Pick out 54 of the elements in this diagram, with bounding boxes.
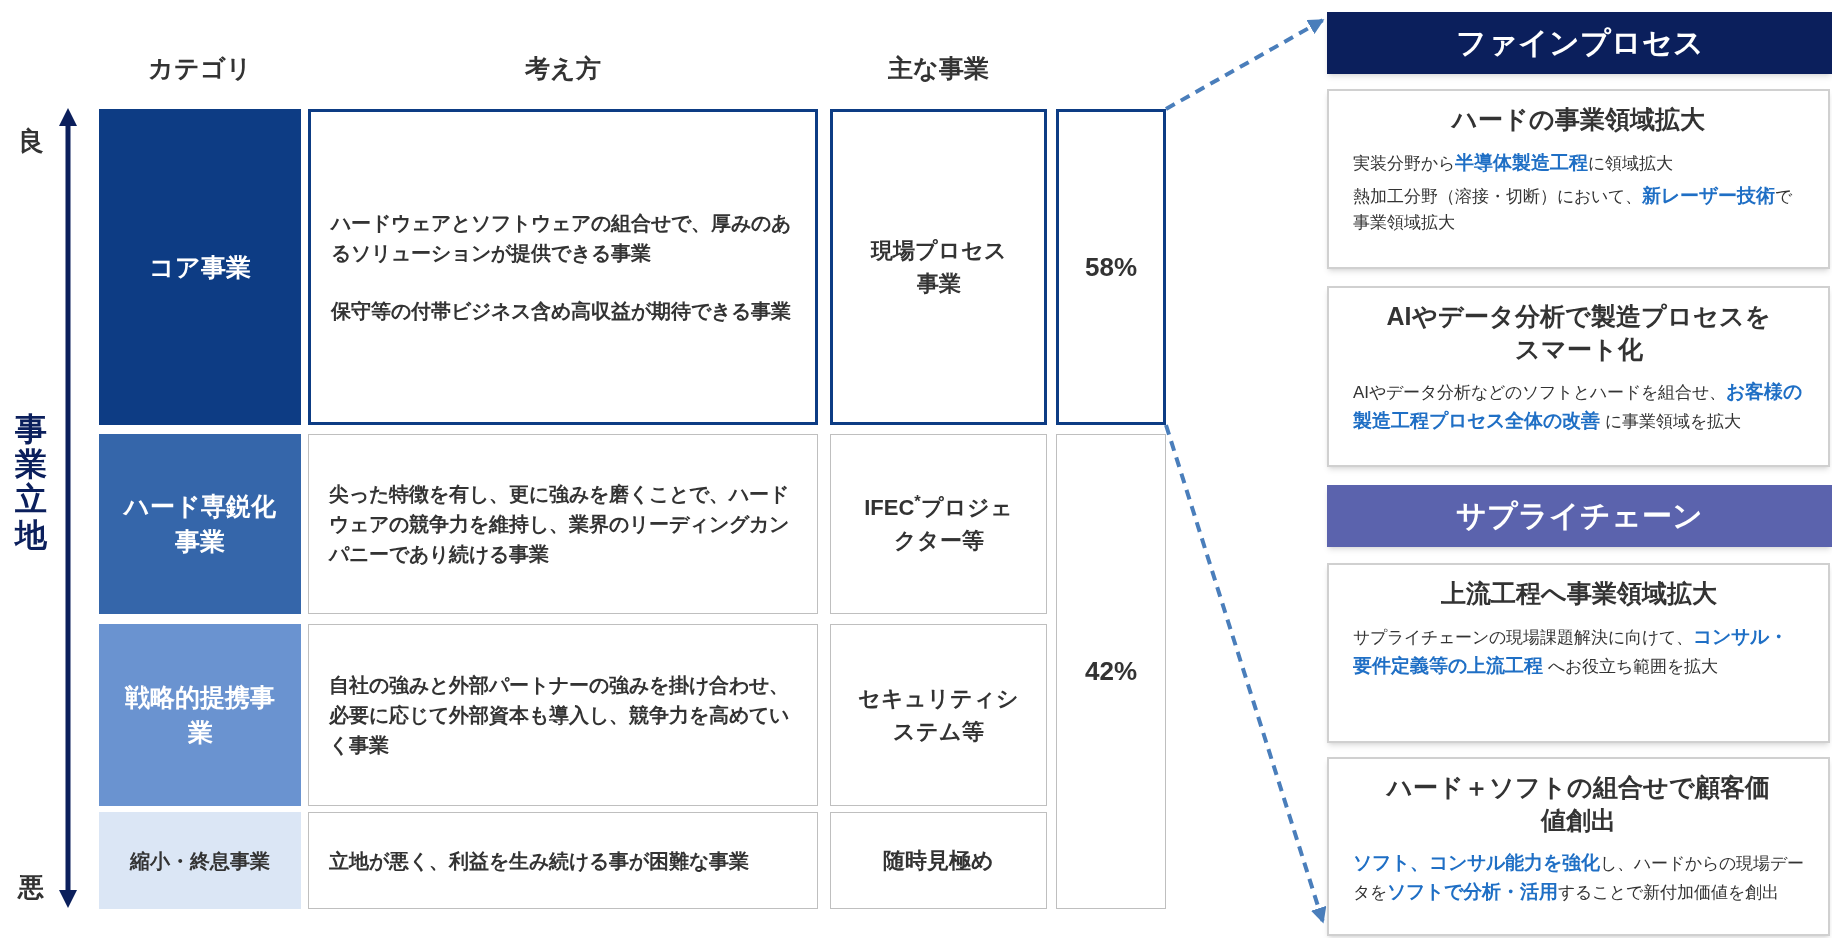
card-text: ソフト、コンサル能力を強化し、ハードからの現場データをソフトで分析・活用することで新付加価値を創出 <box>1353 851 1804 905</box>
card-heading: ハードの事業領域拡大 <box>1450 104 1706 135</box>
card-text: サプライチェーンの現場課題解決に向けて、コンサル・要件定義等の上流工程 へお役立ち範囲を拡大 <box>1353 624 1789 678</box>
percentage-text: 42% <box>1084 655 1137 688</box>
cell-text: 現場プロセス事業 <box>869 237 1008 298</box>
cell-text: 随時見極め <box>883 847 994 875</box>
category-cell <box>99 624 301 806</box>
description-cell <box>308 812 818 909</box>
info-card <box>1327 286 1830 467</box>
cell-text: 自社の強みと外部パートナーの強みを掛け合わせ、必要に応じて外部資本も導入し、競争力を高めていく事業 <box>329 673 790 758</box>
dashed-connector <box>1165 18 1325 111</box>
cell-text: サプライチェーン <box>1456 498 1703 534</box>
cell-text: ハードウェアとソフトウェアの組合せで、厚みのあるソリューションが提供できる事業 <box>331 211 791 266</box>
percentage-box <box>1056 109 1166 425</box>
business-cell <box>830 434 1047 614</box>
axis-title: 事業立地 <box>15 412 47 553</box>
category-cell <box>99 109 301 425</box>
card-heading: ハード＋ソフトの組合せで顧客価値創出 <box>1385 772 1771 836</box>
column-header: 考え方 <box>525 53 601 84</box>
cell-text: ファインプロセス <box>1455 25 1704 61</box>
cell-text: 立地が悪く、利益を生み続ける事が困難な事業 <box>329 848 750 874</box>
info-card <box>1327 563 1830 743</box>
category-cell <box>99 434 301 614</box>
business-cell <box>830 624 1047 806</box>
cell-text: ハード専鋭化事業 <box>122 491 277 557</box>
business-box <box>830 109 1047 425</box>
cell-text: 戦略的提携事業 <box>123 682 276 748</box>
cell-text: IFEC$^{*}$プロジェクター等 <box>863 491 1014 555</box>
category-cell <box>99 812 301 909</box>
description-box <box>308 109 818 425</box>
cell-text: セキュリティシステム等 <box>857 685 1020 746</box>
dashed-connector <box>1164 424 1327 924</box>
cell-text: 保守等の付帯ビジネス含め高収益が期待できる事業 <box>331 299 791 324</box>
percentage-text: 58% <box>1084 250 1137 284</box>
info-card <box>1327 757 1830 936</box>
section-header-bar <box>1327 12 1832 74</box>
column-header: 主な事業 <box>888 53 989 84</box>
description-cell <box>308 624 818 806</box>
cell-text: 尖った特徴を有し、更に強みを磨くことで、ハードウェアの競争力を維持し、業界のリーディングカンパニーであり続ける事業 <box>329 482 790 567</box>
axis-label: 良 <box>18 125 44 158</box>
card-heading: AIやデータ分析で製造プロセスをスマート化 <box>1385 301 1772 365</box>
card-heading: 上流工程へ事業領域拡大 <box>1439 578 1718 609</box>
cell-text: 縮小・終息事業 <box>130 848 270 874</box>
description-cell <box>308 434 818 614</box>
percentage-cell <box>1056 434 1166 909</box>
info-card <box>1327 89 1830 269</box>
section-header-bar <box>1327 485 1832 547</box>
business-cell <box>830 812 1047 909</box>
card-text: 実装分野から半導体製造工程に領域拡大 <box>1353 150 1674 175</box>
card-text: 熱加工分野（溶接・切断）において、新レーザー技術で事業領域拡大 <box>1353 183 1793 235</box>
axis-label: 悪 <box>18 871 44 904</box>
cell-text: コア事業 <box>149 251 251 283</box>
column-header: カテゴリ <box>148 53 252 84</box>
card-text: AIやデータ分析などのソフトとハードを組合せ、お客様の製造工程プロセス全体の改善 に事業領域を拡大 <box>1353 380 1804 434</box>
